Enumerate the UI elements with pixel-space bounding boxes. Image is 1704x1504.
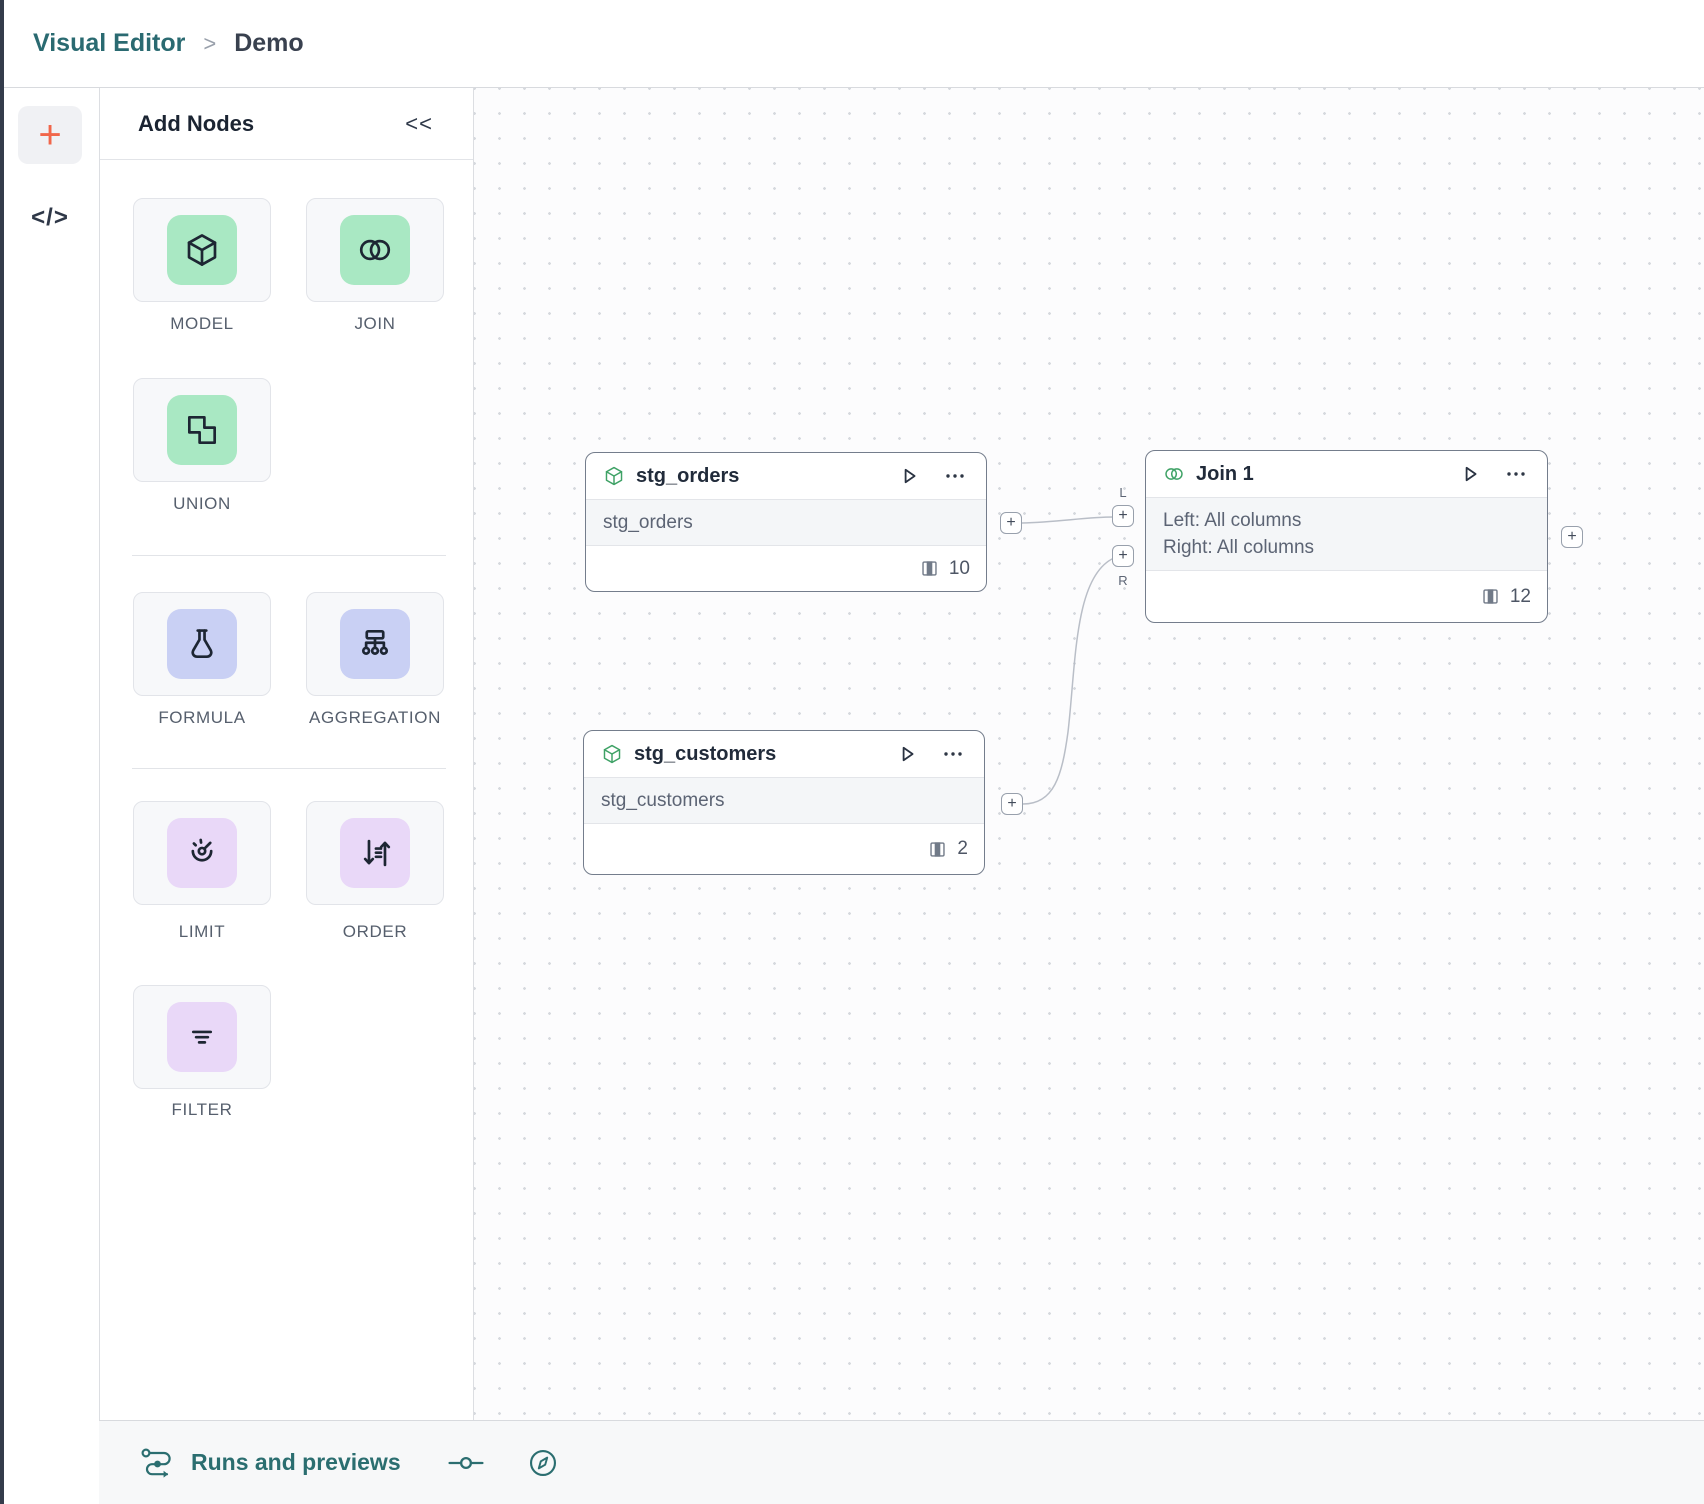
node-source-label: stg_orders <box>586 499 986 546</box>
runs-icon <box>141 1447 171 1478</box>
join-output-handle[interactable]: + <box>1561 526 1583 548</box>
join-left-handle-label: L <box>1119 485 1127 500</box>
model-cube-icon <box>601 743 623 765</box>
more-options-icon[interactable] <box>1502 460 1530 488</box>
join-right-config: Right: All columns <box>1163 537 1315 558</box>
edge-stg-orders-to-join-left[interactable] <box>1021 516 1115 524</box>
runs-and-previews-label: Runs and previews <box>191 1449 401 1475</box>
node-type-card-filter[interactable] <box>133 985 271 1089</box>
more-options-icon[interactable] <box>941 462 969 490</box>
slider-icon <box>448 1456 484 1469</box>
column-count: 10 <box>948 557 970 579</box>
node-type-card-aggregation[interactable] <box>306 592 444 696</box>
flow-canvas[interactable]: stg_orders stg_orders 10 <box>474 88 1704 1420</box>
node-type-label-order: ORDER <box>342 922 408 941</box>
join-left-input-handle[interactable]: + <box>1112 505 1134 527</box>
node-type-label-aggregation: AGGREGATION <box>309 708 441 727</box>
flask-icon <box>167 609 237 679</box>
code-icon: </> <box>31 204 69 231</box>
node-footer: 2 <box>584 824 984 874</box>
node-type-card-model[interactable] <box>133 198 271 302</box>
stg-orders-output-handle[interactable]: + <box>1000 512 1022 534</box>
toggle-slider-button[interactable] <box>448 1455 484 1471</box>
node-type-label-filter: FILTER <box>171 1100 233 1119</box>
node-title: Join 1 <box>1196 462 1254 485</box>
node-title: stg_orders <box>636 464 740 487</box>
column-count: 12 <box>1509 585 1531 607</box>
node-header: Join 1 <box>1146 451 1547 497</box>
run-node-button[interactable] <box>893 740 921 768</box>
node-type-label-formula: FORMULA <box>158 708 246 727</box>
node-type-label-limit: LIMIT <box>178 922 226 941</box>
compass-button[interactable] <box>527 1447 559 1479</box>
breadcrumb-separator: > <box>203 30 217 56</box>
node-type-card-union[interactable] <box>133 378 271 482</box>
columns-icon <box>922 561 937 576</box>
window-left-edge <box>0 0 4 1504</box>
join-right-input-handle[interactable]: + <box>1112 545 1134 567</box>
panel-group-divider <box>132 768 446 769</box>
add-nodes-panel: Add Nodes << MODEL JOIN UNION <box>99 88 474 1420</box>
breadcrumb-visual-editor-link[interactable]: Visual Editor <box>33 29 186 57</box>
gauge-icon <box>167 818 237 888</box>
node-type-label-model: MODEL <box>170 314 234 333</box>
join-circles-icon <box>1163 463 1185 485</box>
node-footer: 10 <box>586 546 986 591</box>
node-type-card-order[interactable] <box>306 801 444 905</box>
join-left-config: Left: All columns <box>1163 510 1302 531</box>
code-view-button[interactable]: </> <box>12 196 88 240</box>
plus-icon: + <box>38 113 62 157</box>
collapse-panel-button[interactable]: << <box>405 111 433 137</box>
add-nodes-panel-header: Add Nodes << <box>100 88 473 160</box>
node-title: stg_customers <box>634 742 777 765</box>
node-footer: 12 <box>1146 571 1547 622</box>
run-node-button[interactable] <box>895 462 923 490</box>
join-config: Left: All columns Right: All columns <box>1146 497 1547 571</box>
node-header: stg_orders <box>586 453 986 499</box>
join-right-handle-label: R <box>1118 573 1128 588</box>
node-source-label: stg_customers <box>584 777 984 824</box>
node-header: stg_customers <box>584 731 984 777</box>
node-type-card-limit[interactable] <box>133 801 271 905</box>
chevron-double-left-icon: << <box>405 110 433 136</box>
topbar: Visual Editor > Demo <box>0 0 1704 88</box>
breadcrumb-current-page: Demo <box>234 29 304 57</box>
node-type-label-union: UNION <box>173 494 231 513</box>
edges-layer <box>1021 516 1115 805</box>
add-node-rail-button[interactable]: + <box>18 106 82 164</box>
node-type-card-formula[interactable] <box>133 592 271 696</box>
runs-and-previews-button[interactable]: Runs and previews <box>140 1446 401 1480</box>
node-type-card-join[interactable] <box>306 198 444 302</box>
compass-icon <box>529 1449 556 1476</box>
more-options-icon[interactable] <box>939 740 967 768</box>
cube-icon <box>167 215 237 285</box>
run-node-button[interactable] <box>1456 460 1484 488</box>
sort-arrows-icon <box>340 818 410 888</box>
columns-icon <box>930 841 946 857</box>
flow-node-stg-orders[interactable]: stg_orders stg_orders 10 <box>585 452 987 592</box>
flow-node-join-1[interactable]: Join 1 Left: All columns Right: All colu… <box>1145 450 1548 623</box>
filter-lines-icon <box>167 1002 237 1072</box>
columns-icon <box>1483 589 1498 604</box>
hierarchy-icon <box>340 609 410 679</box>
column-count: 2 <box>957 838 968 859</box>
statusbar: Runs and previews <box>99 1420 1704 1504</box>
join-circles-icon <box>340 215 410 285</box>
union-squares-icon <box>167 395 237 465</box>
flow-node-stg-customers[interactable]: stg_customers stg_customers 2 <box>583 730 985 875</box>
node-type-label-join: JOIN <box>354 314 396 333</box>
edge-stg-customers-to-join-right[interactable] <box>1022 557 1115 805</box>
model-cube-icon <box>603 465 625 487</box>
panel-title: Add Nodes <box>138 110 255 136</box>
stg-customers-output-handle[interactable]: + <box>1001 793 1023 815</box>
panel-group-divider <box>132 555 446 556</box>
